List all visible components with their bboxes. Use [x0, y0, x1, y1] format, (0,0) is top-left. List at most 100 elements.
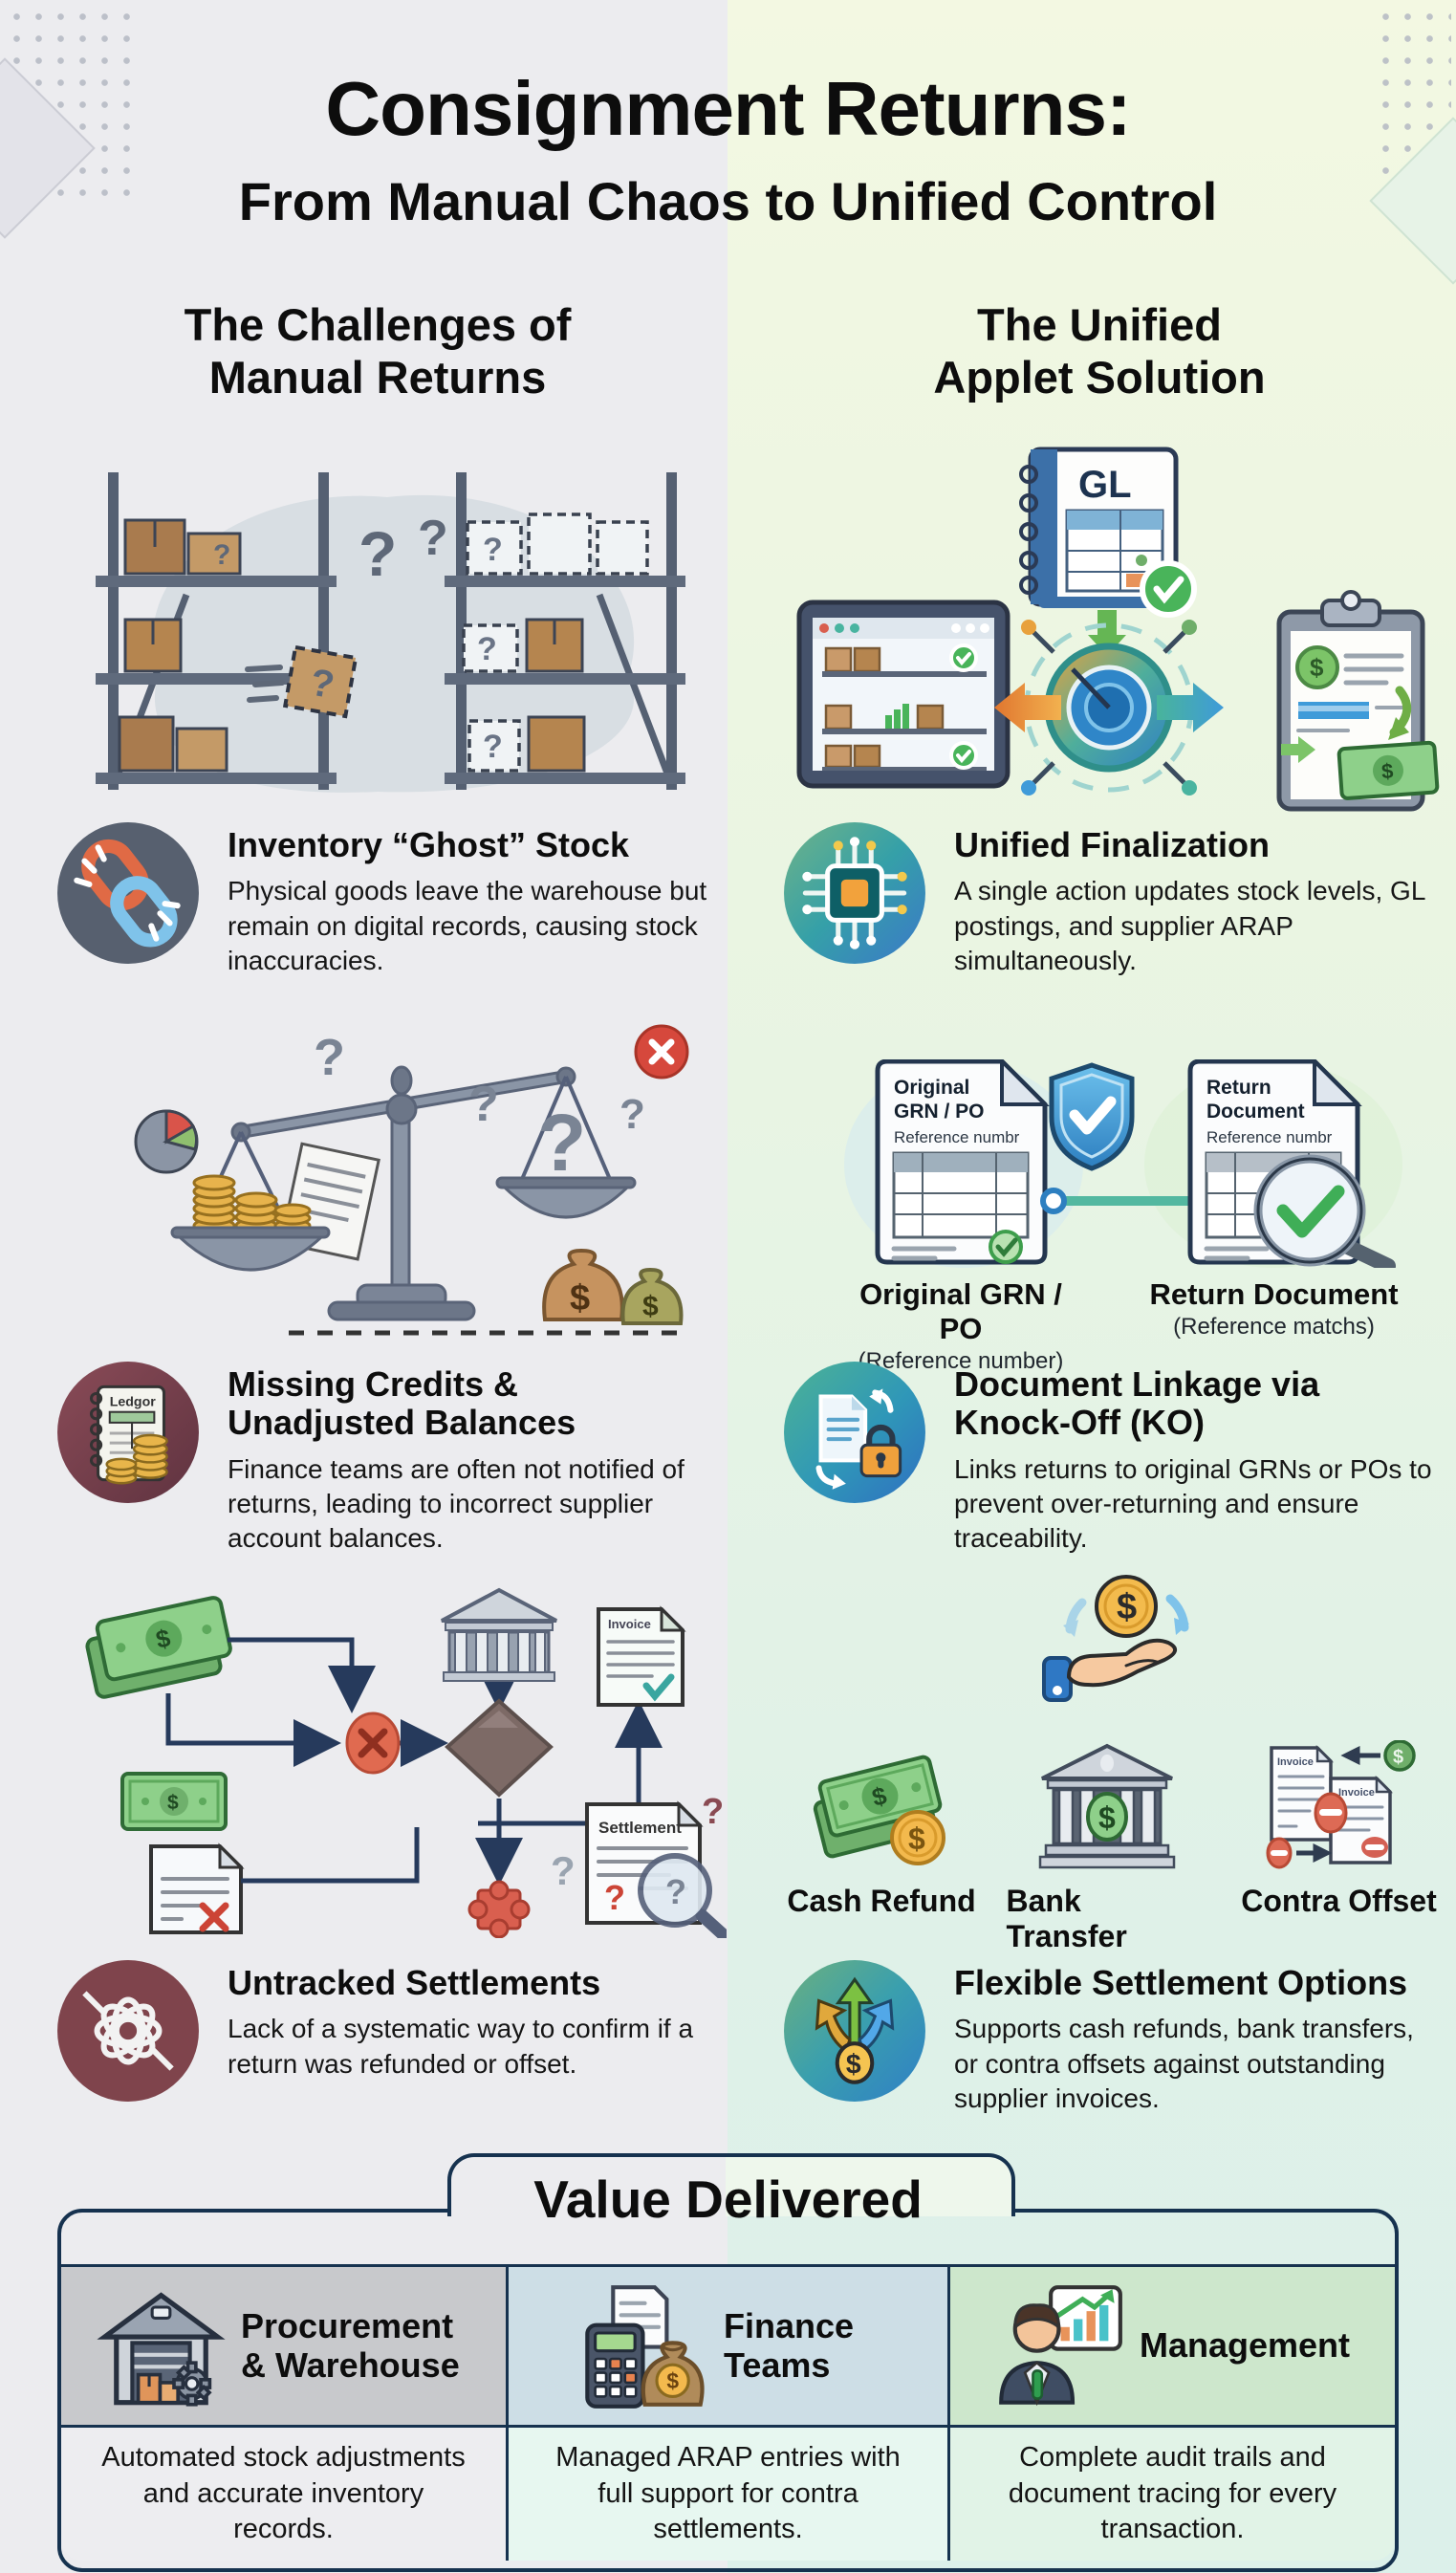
calculator-moneybag-icon: $ — [585, 2285, 705, 2409]
item-description: A single action updates stock levels, GL… — [954, 876, 1425, 976]
left-column-heading: The Challenges of Manual Returns — [184, 299, 572, 403]
svg-text:?: ? — [468, 1077, 499, 1132]
svg-text:$: $ — [846, 2050, 861, 2081]
settlement-option-label: Cash Refund — [787, 1884, 976, 1918]
value-column-title: Finance Teams — [724, 2306, 855, 2385]
svg-text:Ledgor: Ledgor — [110, 1395, 157, 1410]
settlement-option-cash: $ $ Cash Refund — [786, 1740, 977, 1954]
svg-text:?: ? — [418, 511, 448, 566]
svg-text:?: ? — [477, 631, 497, 667]
unified-finalization-illustration: GL $ — [796, 447, 1440, 812]
svg-text:Invoice: Invoice — [608, 1617, 651, 1631]
svg-text:?: ? — [359, 518, 397, 589]
manager-chart-icon — [999, 2285, 1122, 2407]
svg-text:$: $ — [1117, 1587, 1137, 1627]
hand-coin-illustration: $ — [1042, 1575, 1189, 1702]
value-column-finance-header: $ Finance Teams — [506, 2264, 950, 2425]
settlement-options-row: $ $ Cash Refund $ Bank — [786, 1740, 1442, 1954]
svg-text:Original: Original — [894, 1077, 969, 1099]
settlement-option-label: Contra Offset — [1241, 1884, 1437, 1918]
page-subtitle: From Manual Chaos to Unified Control — [238, 171, 1218, 231]
svg-text:Reference numbr: Reference numbr — [894, 1128, 1020, 1146]
svg-text:$: $ — [1310, 653, 1324, 682]
challenge-item-missing-credits: Ledgor Missing Credits & Unadjusted Bala… — [55, 1360, 725, 1557]
svg-text:?: ? — [483, 729, 503, 765]
value-column-title: Procurement & Warehouse — [241, 2306, 460, 2385]
svg-text:$: $ — [570, 1278, 590, 1319]
svg-text:?: ? — [604, 1878, 625, 1917]
linkage-caption-right: Return Document (Reference matchs) — [1149, 1277, 1399, 1340]
svg-text:$: $ — [642, 1291, 659, 1322]
challenge-item-ghost-stock: Inventory “Ghost” Stock Physical goods l… — [55, 820, 725, 978]
svg-text:Invoice: Invoice — [1338, 1787, 1375, 1799]
settlement-option-label: Bank Transfer — [1006, 1884, 1127, 1953]
warehouse-shelves-illustration: ? ? ? ? ? ? ? — [96, 472, 685, 793]
right-column-heading: The Unified Applet Solution — [933, 299, 1266, 403]
svg-text:Reference numbr: Reference numbr — [1206, 1128, 1333, 1146]
value-column-title: Management — [1139, 2325, 1351, 2366]
item-description: Finance teams are often not notified of … — [228, 1453, 685, 1554]
value-column-finance-description: Managed ARAP entries with full support f… — [506, 2425, 950, 2561]
solution-item-flexible-settlement: $ Flexible Settlement Options Supports c… — [782, 1958, 1442, 2116]
item-title: Missing Credits & Unadjusted Balances — [228, 1364, 576, 1443]
challenge-item-untracked-settlements: Untracked Settlements Lack of a systemat… — [55, 1958, 725, 2104]
svg-text:$: $ — [908, 1821, 925, 1856]
svg-text:Settlement: Settlement — [598, 1819, 682, 1837]
svg-text:$: $ — [153, 1624, 173, 1654]
svg-text:Return: Return — [1206, 1077, 1271, 1099]
svg-text:$: $ — [1393, 1747, 1403, 1768]
item-description: Links returns to original GRNs or POs to… — [954, 1453, 1432, 1554]
item-title: Document Linkage via Knock-Off (KO) — [954, 1364, 1320, 1443]
value-column-procurement-description: Automated stock adjustments and accurate… — [61, 2425, 506, 2561]
item-title: Untracked Settlements — [228, 1963, 601, 2002]
svg-text:?: ? — [551, 1848, 576, 1893]
contra-invoices-icon: Invoice Invoice $ — [1266, 1740, 1416, 1869]
svg-text:$: $ — [666, 2368, 679, 2393]
ledger-icon: Ledgor — [57, 1362, 199, 1503]
item-title: Unified Finalization — [954, 825, 1270, 864]
value-delivered-grid: Procurement & Warehouse $ Finance Teams — [61, 2264, 1395, 2561]
unbalanced-scale-illustration: ? ? ? ? $ $ — [134, 1024, 689, 1336]
svg-text:?: ? — [537, 1098, 586, 1188]
settlement-flowchart-illustration: $ $ — [85, 1587, 727, 1938]
svg-text:GRN / PO: GRN / PO — [894, 1101, 985, 1123]
value-column-management-header: Management — [950, 2264, 1395, 2425]
page-title: Consignment Returns: — [325, 66, 1131, 151]
settlement-option-bank: $ Bank Transfer — [1007, 1740, 1207, 1954]
value-delivered-heading: Value Delivered — [533, 2170, 923, 2229]
document-linkage-illustration: Original GRN / PO Reference numbr Return… — [844, 1059, 1402, 1268]
svg-text:$: $ — [1098, 1800, 1116, 1835]
item-description: Supports cash refunds, bank transfers, o… — [954, 2014, 1414, 2114]
svg-text:?: ? — [314, 1029, 345, 1086]
item-description: Physical goods leave the warehouse but r… — [228, 876, 707, 976]
item-description: Lack of a systematic way to confirm if a… — [228, 2014, 694, 2079]
document-lock-icon — [784, 1362, 925, 1503]
value-column-management-description: Complete audit trails and document traci… — [950, 2425, 1395, 2561]
warehouse-icon — [97, 2292, 226, 2407]
value-delivered-tab — [447, 2153, 1015, 2216]
gl-label: GL — [1078, 464, 1132, 506]
svg-text:$: $ — [1380, 759, 1394, 784]
branching-arrows-icon: $ — [784, 1960, 925, 2102]
svg-text:?: ? — [702, 1792, 724, 1832]
svg-text:$: $ — [167, 1792, 179, 1814]
item-title: Flexible Settlement Options — [954, 1963, 1408, 2002]
svg-text:?: ? — [213, 539, 230, 571]
tangled-knot-icon — [57, 1960, 199, 2102]
item-title: Inventory “Ghost” Stock — [228, 825, 630, 864]
svg-text:Document: Document — [1206, 1101, 1305, 1123]
bank-icon: $ — [1038, 1743, 1175, 1869]
cash-icon: $ $ — [813, 1755, 945, 1865]
value-column-procurement-header: Procurement & Warehouse — [61, 2264, 506, 2425]
right-background — [728, 0, 1456, 2573]
settlement-option-contra: Invoice Invoice $ Contra Offset — [1236, 1740, 1442, 1954]
circuit-chip-icon — [784, 822, 925, 964]
svg-text:?: ? — [483, 532, 503, 568]
broken-chain-icon — [57, 822, 199, 964]
linkage-caption-left: Original GRN / PO (Reference number) — [858, 1277, 1064, 1374]
svg-text:?: ? — [619, 1091, 645, 1138]
svg-text:Invoice: Invoice — [1277, 1756, 1314, 1768]
svg-text:?: ? — [665, 1872, 686, 1911]
solution-item-unified-finalization: Unified Finalization A single action upd… — [782, 820, 1442, 978]
